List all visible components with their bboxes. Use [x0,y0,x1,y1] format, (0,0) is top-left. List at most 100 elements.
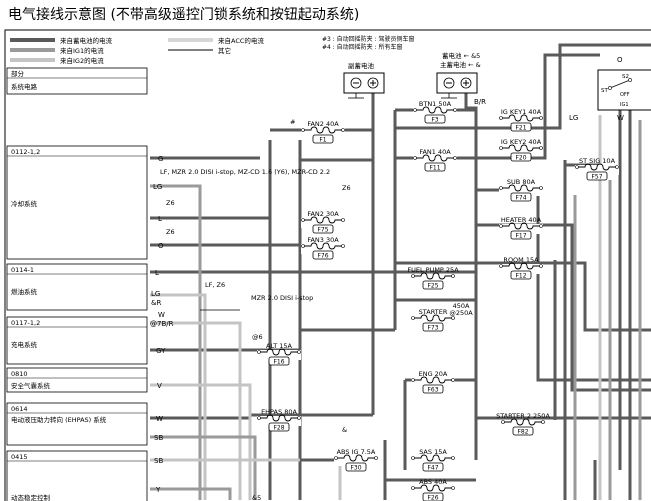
wire-label: O [158,242,164,250]
note-4: #4 : 自动回摇防夹 : 所有车窗 [322,43,403,51]
annotation-hash: # [290,118,295,126]
fuse-rating: @250A [449,309,473,317]
fuse-id: F57 [591,174,602,181]
legend-ig1: 来自IG1的电流 [60,46,104,55]
section-code: 0112-1,2 [11,148,40,156]
section-dsc: 0415 动态稳定控制 [6,450,148,501]
annotation-at6: @6 [252,333,263,341]
fuse-name: FAN2 30A [307,210,339,218]
fuse-f30: ABS IG 7.5A F30 [334,448,378,472]
wire-label: B/R [474,98,486,106]
fuse-rating: 450A [453,302,470,310]
wire-label: @7B/R [150,320,174,328]
diagram-frame [4,29,651,501]
switch-off: OFF [620,92,630,98]
wire-label: &R [151,299,161,307]
fuse-id: F11 [429,165,440,172]
section-code: 0117-1,2 [11,319,40,327]
fuse-name: ROOM 15A [503,256,539,264]
fuse-name: HEATER 40A [501,216,542,224]
wire-labels: G LG L O L LG &R W @7B/R GY V W SB SB Y … [150,98,486,494]
wire-label: Y [155,486,161,494]
legend: 来自蓄电池的电流 来自IG1的电流 来自IG2的电流 来自ACC的电流 其它 #… [10,35,415,65]
table-header-circuit: 系统电路 [11,82,38,91]
fuse-id: F74 [515,195,526,202]
fuse-name: FAN1 40A [419,148,451,156]
section-ehpas: 0614 电动液压助力转向 (EHPAS) 系统 [6,402,148,446]
section-name: 安全气囊系统 [11,381,51,390]
fuse-name: ST SIG 10A [579,157,616,165]
wire-label: W [156,415,163,423]
section-fuel: 0114-1 燃油系统 [6,263,148,311]
fuse-id: F12 [515,273,526,280]
legend-battery: 来自蓄电池的电流 [60,36,113,45]
table-header-part: 部分 [11,69,25,78]
fuse-id: F20 [515,155,526,162]
main-battery-label-2: 主蓄电池 ← & [440,60,481,69]
section-name: 冷却系统 [11,199,38,208]
annotation-amp: & [342,426,347,434]
fuse-id: F26 [427,495,438,501]
fuse-name: FUEL PUMP 25A [407,266,459,274]
diagram-title: 电气接线示意图 (不带高级遥控门锁系统和按钮起动系统) [8,7,360,23]
fuse-f26: ABS 40A F26 [411,478,455,501]
wire-label: LG [151,290,160,298]
legend-ig2: 来自IG2的电流 [60,56,104,65]
section-code: 0614 [11,405,28,413]
trunk-wires [150,43,651,500]
switch-lg: LG [569,114,578,122]
fuse-id: F82 [517,429,528,436]
fuse-name: STARTER 2 250A [496,412,550,420]
wire-label: G [158,155,163,163]
annotation-lf-z6: LF, Z6 [205,281,225,289]
wire-label: GY [156,347,166,355]
wire-label: SB [154,457,163,465]
fuse-id: F30 [350,465,361,472]
sub-battery: 副蓄电池 [343,61,385,99]
section-name: 充电系统 [11,340,38,349]
main-battery-label-1: 蓄电池 ← &5 [442,51,480,60]
section-name: 电动液压助力转向 (EHPAS) 系统 [11,415,107,424]
fuse-id: F76 [317,253,328,260]
sub-battery-label: 副蓄电池 [348,61,375,70]
fuse-id: F75 [317,227,328,234]
fuse-name: ABS 40A [419,478,447,486]
fuse-f12: ROOM 15A F12 [499,256,543,280]
wire-label: L [158,215,162,223]
switch-w: W [617,114,624,122]
fuse-id: F3 [431,117,438,124]
section-code: 0114-1 [11,266,34,274]
note-3: #3 : 自动回摇防夹 : 驾驶员侧车窗 [322,35,415,43]
fuse-name: ENG 20A [419,370,448,378]
fuse-name: ABS IG 7.5A [337,448,376,456]
section-charging: 0117-1,2 充电系统 [6,316,148,365]
wire-label: L [155,269,159,277]
fuse-name: EHPAS 80A [261,408,297,416]
fuse-f21: IG KEY1 40A F21 [499,108,543,132]
fuse-id: F47 [427,465,438,472]
fuse-f16: ALT 15A F16 [257,342,301,366]
fuse-f57: ST SIG 10A F57 [575,157,619,181]
section-code: 0810 [11,370,28,378]
annotation-z6-b: Z6 [166,228,175,236]
fuse-name: FAN2 40A [307,120,339,128]
annotations: LF, MZR 2.0 DISI i-stop, MZ-CD 1.6 (Y6),… [160,118,351,501]
annotation-z6: Z6 [342,184,351,192]
fuse-name: STARTER [419,308,448,316]
fuse-id: F16 [273,359,284,366]
wire-label: W [158,311,165,319]
fuse-name: ALT 15A [266,342,292,350]
fuse-id: F73 [427,325,438,332]
fuse-f82: STARTER 2 250A F82 [496,412,550,436]
legend-acc: 来自ACC的电流 [218,36,264,45]
fuse-id: F21 [515,125,526,132]
fuse-name: IG KEY1 40A [501,108,542,116]
